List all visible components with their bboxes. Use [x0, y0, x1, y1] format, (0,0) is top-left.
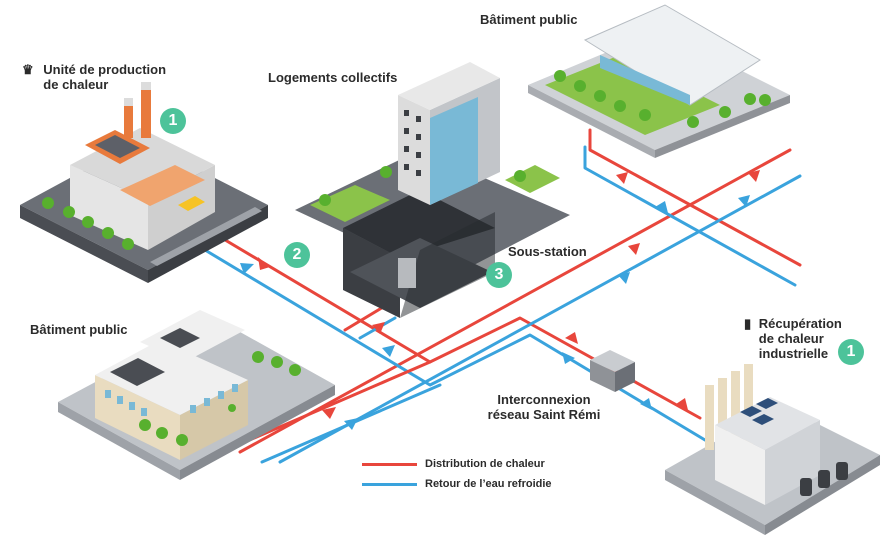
arrow-blue-7	[640, 398, 652, 410]
substation-pit-right	[400, 212, 495, 318]
arrow-blue-8	[655, 201, 668, 213]
production-label-group: ♛ Unité de production de chaleur	[22, 62, 166, 92]
substation-pit-back	[343, 190, 495, 258]
public-top-trees	[554, 70, 771, 128]
legend-distribution: Distribution de chaleur	[362, 454, 552, 474]
public-left-label: Bâtiment public	[30, 322, 128, 337]
distribution-pipe-main	[238, 148, 792, 454]
recovery-label-group: ▮ Récupération de chaleur industrielle	[744, 316, 842, 361]
plant-road	[150, 207, 262, 266]
public-left-roof-inner	[110, 358, 165, 386]
public-left-wall-side	[180, 380, 248, 460]
public-top-grass	[545, 55, 720, 135]
industrial-roof	[715, 397, 820, 450]
badge-pipes: 2	[284, 242, 310, 268]
tower-top	[398, 62, 500, 110]
flow-arrows	[240, 170, 760, 430]
tower-windows	[404, 110, 421, 176]
distribution-pipe-public-top	[588, 128, 802, 267]
heat-production-plant	[20, 82, 268, 283]
legend-return-swatch	[362, 482, 417, 486]
public-left-trees	[139, 351, 301, 446]
industrial-solar-panels	[740, 398, 778, 425]
arrow-red-1	[258, 257, 270, 270]
plant-base-left	[20, 205, 148, 283]
badge-production: 1	[160, 108, 186, 134]
return-pipe-public-top	[583, 145, 797, 287]
public-left-wall-front	[95, 375, 180, 460]
public-left-wing-inner	[160, 328, 200, 348]
chimney-1-band	[124, 98, 133, 106]
return-pipe-main	[278, 174, 802, 464]
public-top-base-right	[655, 95, 790, 158]
interconnection-station	[590, 350, 635, 392]
arrow-red-6	[565, 332, 578, 344]
industrial-wall-left	[715, 425, 765, 505]
arrow-red-4	[748, 170, 760, 182]
housing-grass-right	[505, 165, 560, 193]
housing-trees	[319, 166, 526, 206]
legend-return: Retour de l’eau refroidie	[362, 474, 552, 494]
plant-wall-right	[148, 165, 215, 250]
chimney-2-band	[141, 82, 151, 90]
industrial-wall-right	[765, 420, 820, 505]
public-top-base-left	[528, 85, 655, 158]
industrial-ground-left	[665, 470, 765, 535]
substation-exchanger	[398, 258, 416, 288]
public-left-roof	[95, 340, 248, 415]
plant-roof-inner	[95, 135, 140, 158]
badge-recovery: 1	[838, 339, 864, 365]
industrial-tanks	[800, 462, 848, 496]
collective-housing	[295, 62, 570, 318]
arrow-red-3	[628, 243, 640, 255]
plant-trees	[42, 197, 134, 250]
arrow-blue-1	[240, 263, 254, 274]
recovery-label: Récupération de chaleur industrielle	[758, 316, 842, 361]
arrow-blue-2	[382, 345, 395, 357]
housing-grass-left	[310, 185, 390, 222]
tower-glass	[430, 97, 478, 205]
collective-housing-label: Logements collectifs	[268, 70, 398, 85]
plant-annex	[120, 165, 205, 206]
tower-left	[398, 95, 430, 205]
interconnect-top	[590, 350, 635, 372]
arrow-red-7	[676, 398, 688, 410]
public-left-ground-left	[58, 402, 180, 480]
interconnect-right	[615, 362, 635, 392]
badge-substation: 3	[486, 262, 512, 288]
public-building-left	[58, 310, 335, 480]
substation-label: Sous-station	[508, 244, 587, 259]
distribution-pipe-left-branch	[243, 360, 432, 444]
plant-wall-left	[70, 165, 148, 250]
legend-return-label: Retour de l’eau refroidie	[425, 478, 552, 490]
chimney-1	[124, 98, 133, 138]
arrow-blue-3	[618, 272, 630, 284]
chimney-2	[141, 82, 151, 138]
legend-distribution-label: Distribution de chaleur	[425, 458, 545, 470]
bottle-icon: ▮	[744, 316, 752, 331]
arrow-red-2	[372, 322, 385, 334]
factory-crown-icon: ♛	[22, 62, 34, 77]
public-building-top	[528, 4, 790, 158]
public-left-ground-right	[180, 385, 335, 480]
arrow-blue-6	[562, 352, 575, 364]
arrow-blue-5	[344, 418, 358, 430]
legend: Distribution de chaleur Retour de l’eau …	[362, 454, 552, 494]
plant-tank	[178, 196, 205, 211]
legend-distribution-swatch	[362, 462, 417, 466]
interconnect-label: Interconnexion réseau Saint Rémi	[487, 392, 601, 422]
public-top-glass	[600, 55, 690, 105]
arrow-blue-4	[738, 195, 750, 207]
industrial-chimneys	[705, 364, 753, 450]
plant-base-right	[148, 205, 268, 283]
industrial-plant	[665, 364, 880, 535]
production-label: Unité de production de chaleur	[43, 62, 167, 92]
public-top-label: Bâtiment public	[480, 12, 578, 27]
public-left-windows	[105, 384, 238, 416]
interconnect-left	[590, 360, 615, 392]
industrial-ground-right	[765, 455, 880, 535]
arrow-red-5	[322, 407, 336, 419]
arrow-red-8	[616, 172, 628, 184]
